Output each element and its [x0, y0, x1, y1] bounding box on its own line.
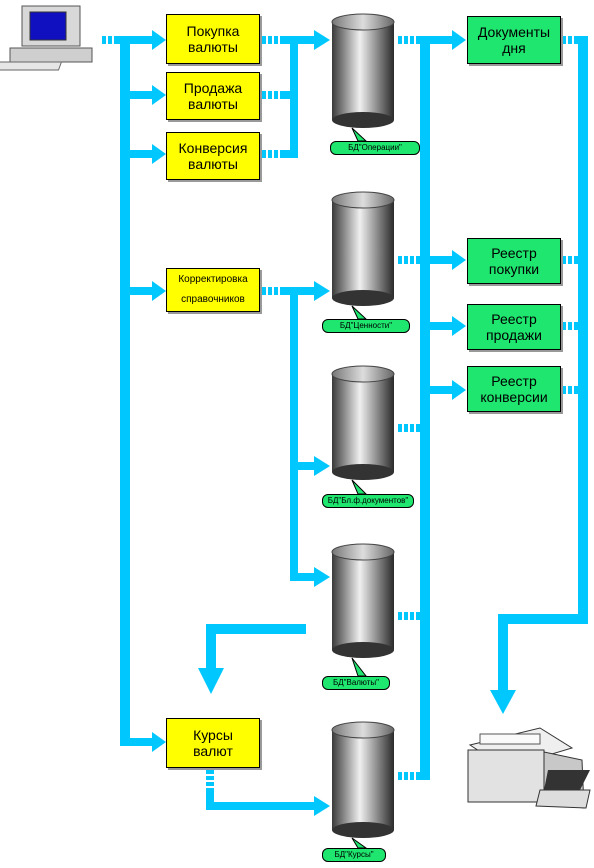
db-cylinder-currencies — [331, 543, 395, 658]
report-buy-register[interactable]: Реестр покупки — [467, 238, 561, 284]
db-label-documents: БД"Бл.ф.документов" — [322, 494, 414, 508]
db-label-values: БД"Ценности" — [322, 319, 410, 333]
report-conversion-register[interactable]: Реестр конверсии — [467, 366, 561, 412]
computer-icon — [0, 5, 93, 71]
node-convert-currency[interactable]: Конверсия валюты — [166, 132, 260, 180]
db-cylinder-docs — [331, 365, 395, 480]
arrows — [100, 30, 588, 816]
db-label-tails — [351, 127, 368, 849]
db-label-currencies: БД"Валюты" — [322, 676, 390, 690]
node-edit-references[interactable]: Корректировка справочников — [166, 268, 260, 312]
db-label-rates: БД"Курсы" — [322, 848, 386, 862]
printer-icon — [467, 727, 591, 809]
node-buy-currency[interactable]: Покупка валюты — [166, 14, 260, 64]
node-exchange-rates[interactable]: Курсы валют — [166, 718, 260, 768]
report-day-documents[interactable]: Документы дня — [467, 16, 561, 64]
db-cylinder-ops — [331, 13, 395, 128]
connector-marks — [100, 36, 574, 788]
db-cylinder-values — [331, 191, 395, 306]
db-cylinder-rates — [331, 721, 395, 838]
db-label-operations: БД"Операции" — [330, 141, 420, 155]
node-sell-currency[interactable]: Продажа валюты — [166, 72, 260, 120]
report-sell-register[interactable]: Реестр продажи — [467, 304, 561, 350]
